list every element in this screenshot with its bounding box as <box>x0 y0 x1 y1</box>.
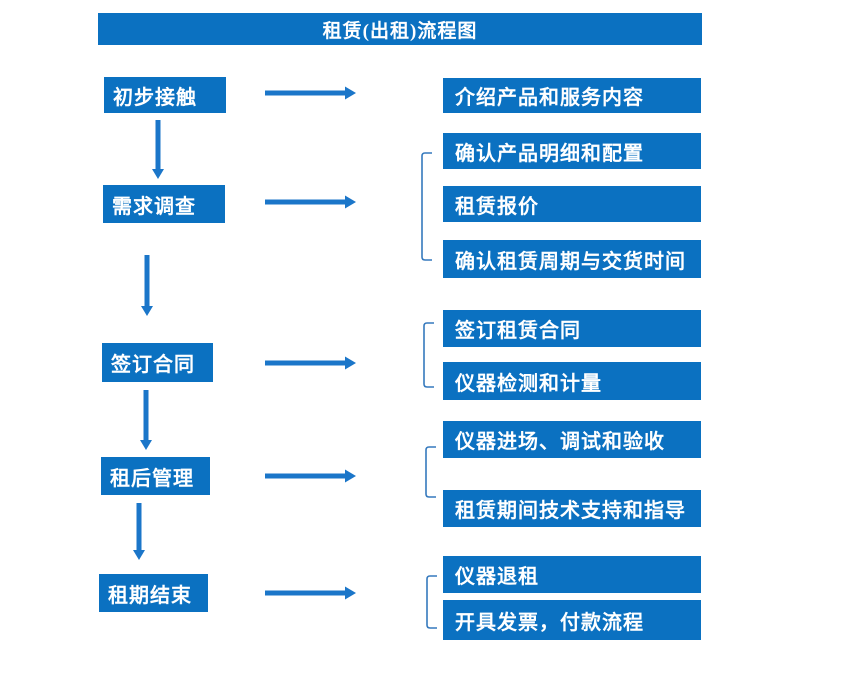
detail-box-confirm-product-details: 确认产品明细和配置 <box>443 133 701 169</box>
detail-box-instrument-return: 仪器退租 <box>443 556 701 593</box>
down-arrow-step-1-2 <box>152 120 164 179</box>
detail-box-invoice-payment: 开具发票，付款流程 <box>443 600 701 640</box>
detail-box-instrument-testing: 仪器检测和计量 <box>443 362 701 400</box>
right-arrow-step-3 <box>265 356 356 370</box>
step-box-initial-contact: 初步接触 <box>104 77 226 113</box>
step-box-sign-contract: 签订合同 <box>102 343 213 382</box>
flowchart-title: 租赁(出租)流程图 <box>98 13 702 45</box>
down-arrow-step-3-4 <box>140 390 152 450</box>
detail-box-confirm-period-delivery: 确认租赁周期与交货时间 <box>443 240 701 278</box>
right-arrow-step-4 <box>265 469 356 483</box>
bracket-group-step-3 <box>423 322 434 388</box>
step-box-rental-end: 租期结束 <box>99 574 208 612</box>
bracket-group-step-4 <box>425 446 436 498</box>
step-box-post-rental-management: 租后管理 <box>101 457 210 495</box>
bracket-group-step-2 <box>421 152 432 261</box>
down-arrow-step-4-5 <box>133 503 145 560</box>
detail-box-instrument-entry-acceptance: 仪器进场、调试和验收 <box>443 421 701 458</box>
right-arrow-step-2 <box>265 195 356 209</box>
down-arrow-step-2-3 <box>141 255 153 316</box>
right-arrow-step-5 <box>265 586 356 600</box>
bracket-group-step-5 <box>426 575 437 629</box>
detail-box-rental-quote: 租赁报价 <box>443 186 701 222</box>
step-box-demand-survey: 需求调查 <box>103 185 225 223</box>
detail-box-introduce-products: 介绍产品和服务内容 <box>443 78 701 113</box>
detail-box-sign-rental-contract: 签订租赁合同 <box>443 310 701 347</box>
detail-box-technical-support: 租赁期间技术支持和指导 <box>443 490 701 527</box>
right-arrow-step-1 <box>265 86 356 100</box>
